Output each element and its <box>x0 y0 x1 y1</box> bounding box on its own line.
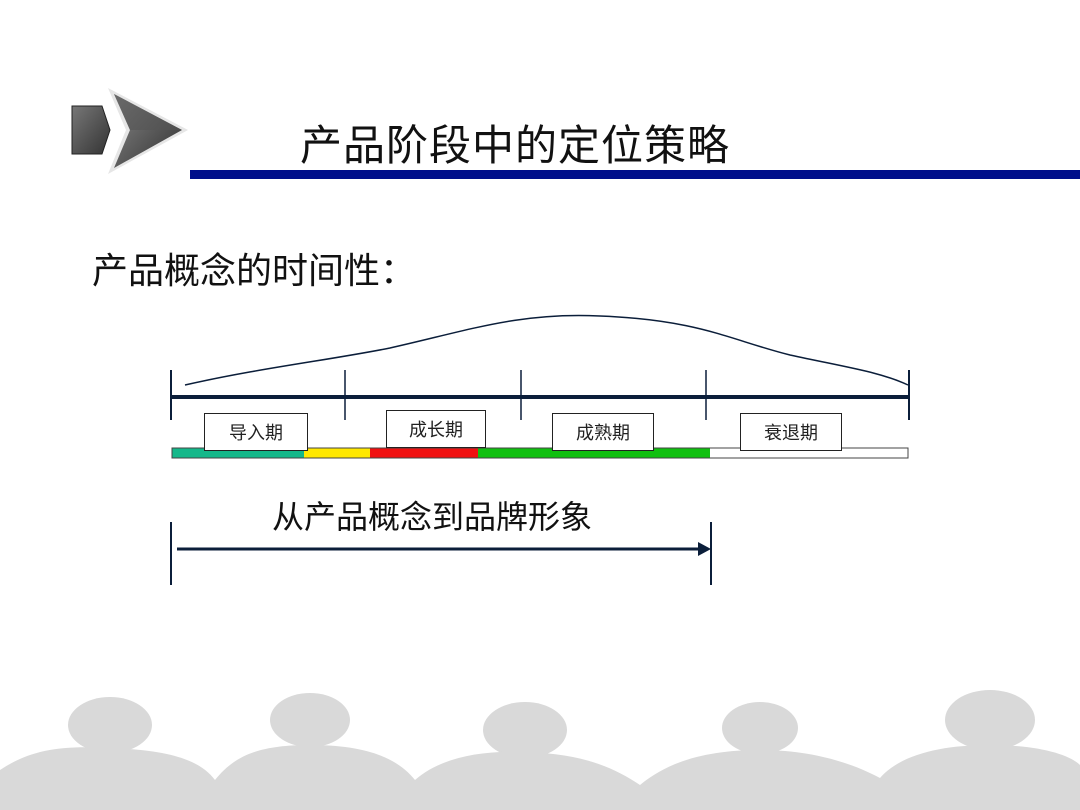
slide-subtitle: 产品概念的时间性： <box>92 251 417 292</box>
slide-title: 产品阶段中的定位策略 <box>300 121 731 170</box>
stage-label-growth: 成长期 <box>386 410 486 448</box>
stage-label-intro: 导入期 <box>204 413 308 451</box>
title-underline <box>190 170 1080 179</box>
bar-segment-intro <box>172 448 304 458</box>
stage-label-decline: 衰退期 <box>740 413 842 451</box>
bar-segment-decline <box>710 448 908 458</box>
stage-label-maturity: 成熟期 <box>552 413 654 451</box>
logo-arrow-icon <box>71 88 188 174</box>
arrow-caption: 从产品概念到品牌形象 <box>272 498 593 536</box>
crowd-silhouette-background <box>0 690 1080 810</box>
bar-segment-transition <box>304 448 370 458</box>
bar-segment-maturity <box>478 448 710 458</box>
arrow-head <box>698 542 711 556</box>
stage-color-bar <box>171 447 909 459</box>
bar-segment-growth <box>370 448 478 458</box>
lifecycle-curve <box>184 314 909 386</box>
